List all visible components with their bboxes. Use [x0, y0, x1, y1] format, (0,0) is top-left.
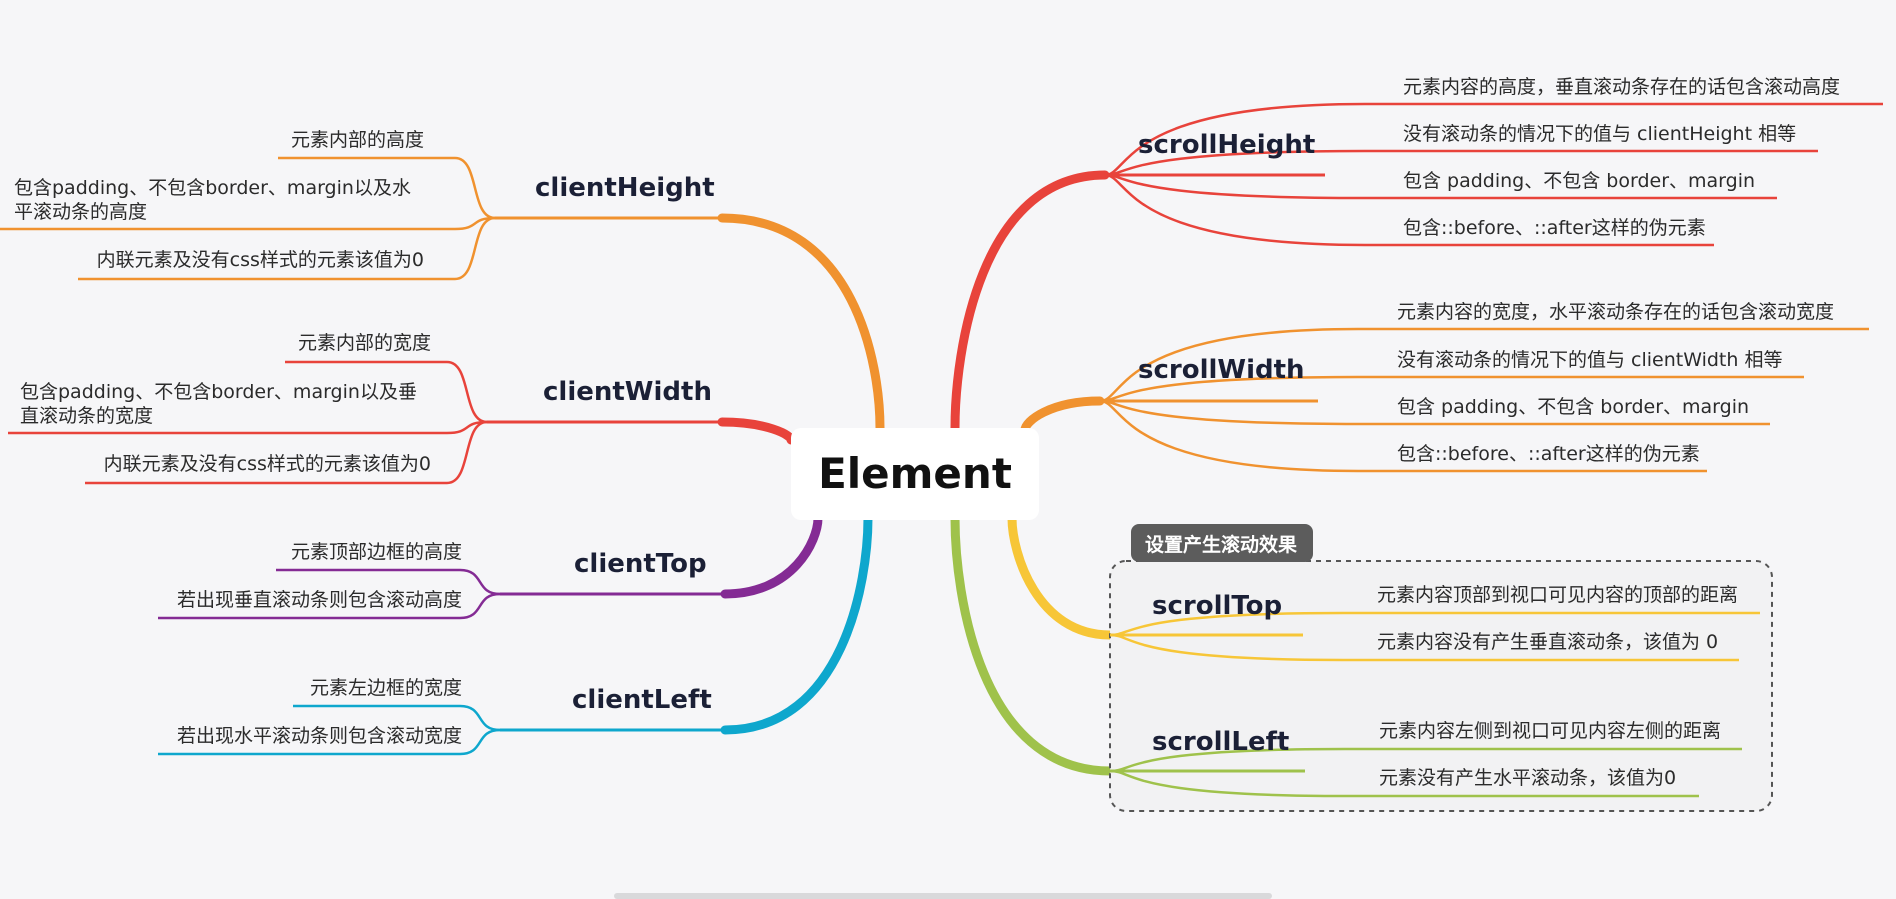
topic-client-left[interactable]: clientLeft: [572, 685, 712, 715]
topic-scroll-top[interactable]: scrollTop: [1152, 591, 1282, 621]
leaf-scroll-top[interactable]: 元素内容顶部到视口可见内容的顶部的距离: [1377, 584, 1738, 606]
root-group: Element: [791, 428, 1039, 520]
child-connector-scroll-height: [1104, 102, 1883, 177]
child-connector-client-width: [85, 420, 488, 485]
child-connector-scroll-height: [1104, 173, 1714, 247]
child-connectors: [0, 102, 1883, 798]
leaf-scroll-left[interactable]: 元素内容左侧到视口可见内容左侧的距离: [1379, 720, 1721, 742]
root-topic-box[interactable]: [791, 428, 1039, 520]
branch-scroll-width: [1020, 396, 1105, 435]
child-connector-client-top: [276, 568, 501, 596]
topic-client-height[interactable]: clientHeight: [535, 173, 715, 203]
child-connector-client-top: [158, 592, 501, 620]
branch-client-top: [720, 513, 823, 599]
child-connector-scroll-width: [1099, 399, 1707, 473]
topic-scroll-height[interactable]: scrollHeight: [1138, 130, 1315, 160]
topic-client-width[interactable]: clientWidth: [543, 377, 712, 407]
leaf-client-top[interactable]: 元素顶部边框的高度: [291, 541, 462, 563]
branch-client-width: [717, 417, 796, 445]
leaf-scroll-width[interactable]: 元素内容的宽度，水平滚动条存在的话包含滚动宽度: [1397, 301, 1834, 323]
leaf-scroll-height[interactable]: 元素内容的高度，垂直滚动条存在的话包含滚动高度: [1403, 76, 1840, 98]
branch-connectors: [717, 170, 1115, 776]
leaf-scroll-height[interactable]: 包含 padding、不包含 border、margin: [1403, 170, 1755, 192]
child-connector-client-left: [158, 728, 501, 756]
topic-scroll-width[interactable]: scrollWidth: [1138, 355, 1305, 385]
boundary-title: 设置产生滚动效果: [1145, 533, 1297, 556]
branch-scroll-height: [950, 170, 1110, 433]
child-connector-scroll-width: [1099, 399, 1770, 426]
horizontal-scrollbar[interactable]: [614, 893, 1272, 899]
child-connector-client-width: [8, 420, 488, 435]
leaf-client-width[interactable]: 包含padding、不包含border、margin以及垂直滚动条的宽度: [20, 381, 417, 427]
leaf-scroll-width[interactable]: 包含::before、::after这样的伪元素: [1397, 443, 1700, 465]
child-connector-scroll-width: [1099, 327, 1869, 403]
topic-client-top[interactable]: clientTop: [574, 549, 707, 579]
child-connector-scroll-height: [1104, 149, 1818, 177]
child-connector-scroll-width: [1099, 375, 1804, 403]
leaf-client-height[interactable]: 元素内部的高度: [291, 129, 424, 151]
leaf-client-height[interactable]: 包含padding、不包含border、margin以及水平滚动条的高度: [14, 177, 411, 223]
child-connector-scroll-top: [1109, 611, 1760, 637]
leaf-client-left[interactable]: 元素左边框的宽度: [310, 677, 462, 699]
leaf-client-width[interactable]: 内联元素及没有css样式的元素该值为0: [104, 453, 431, 475]
branch-scroll-left: [950, 513, 1115, 776]
branch-client-height: [717, 213, 885, 433]
leaf-client-width[interactable]: 元素内部的宽度: [298, 332, 431, 354]
topic-labels: scrollHeight元素内容的高度，垂直滚动条存在的话包含滚动高度没有滚动条…: [14, 76, 1840, 789]
branch-client-left: [720, 513, 873, 735]
boundary-title-badge[interactable]: [1131, 524, 1313, 562]
leaf-scroll-top[interactable]: 元素内容没有产生垂直滚动条，该值为 0: [1377, 631, 1718, 653]
child-connector-client-height: [78, 216, 496, 281]
leaf-client-top[interactable]: 若出现垂直滚动条则包含滚动高度: [177, 589, 462, 611]
child-connector-scroll-top: [1109, 633, 1739, 662]
topic-scroll-left[interactable]: scrollLeft: [1152, 727, 1289, 757]
root-topic-label: Element: [818, 449, 1012, 498]
child-connector-scroll-left: [1109, 769, 1699, 798]
leaf-scroll-width[interactable]: 包含 padding、不包含 border、margin: [1397, 396, 1749, 418]
branch-scroll-top: [1007, 513, 1115, 640]
child-connector-scroll-left: [1109, 747, 1742, 773]
child-connector-client-left: [293, 704, 501, 732]
leaf-scroll-left[interactable]: 元素没有产生水平滚动条，该值为0: [1379, 767, 1676, 789]
leaf-scroll-height[interactable]: 没有滚动条的情况下的值与 clientHeight 相等: [1403, 123, 1796, 145]
child-connector-client-height: [278, 156, 496, 220]
child-connector-scroll-height: [1104, 173, 1777, 200]
child-connector-client-height: [0, 216, 496, 231]
leaf-client-left[interactable]: 若出现水平滚动条则包含滚动宽度: [177, 725, 462, 747]
child-connector-client-width: [285, 360, 488, 424]
leaf-scroll-height[interactable]: 包含::before、::after这样的伪元素: [1403, 217, 1706, 239]
leaf-scroll-width[interactable]: 没有滚动条的情况下的值与 clientWidth 相等: [1397, 349, 1782, 371]
leaf-client-height[interactable]: 内联元素及没有css样式的元素该值为0: [97, 249, 424, 271]
